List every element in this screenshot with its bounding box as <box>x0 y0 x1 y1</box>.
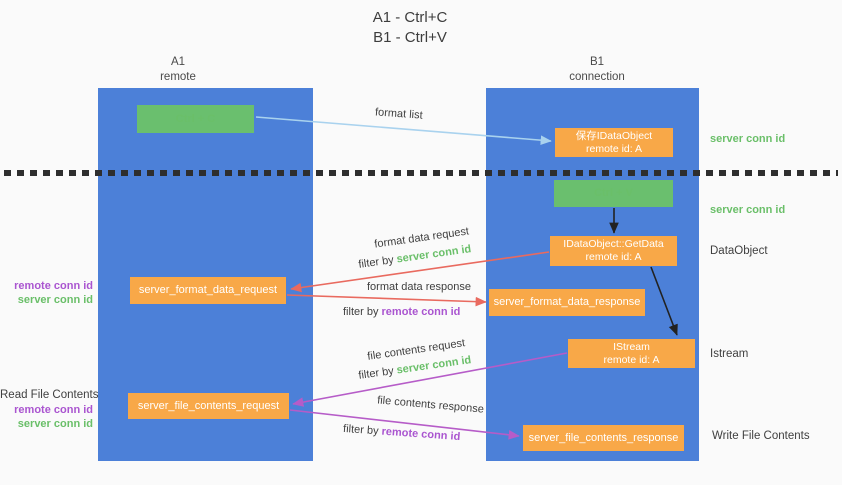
side-label-conn-ids-top: remote conn id server conn id <box>0 279 93 307</box>
lane-b1-title: B1 <box>589 56 605 68</box>
lane-a1-subtitle: remote <box>160 71 196 83</box>
node-sfcresp-label: server_file_contents_response <box>528 431 679 444</box>
node-getdata-line1: IDataObject::GetData <box>563 238 664 250</box>
node-save-idataobject: 保存IDataObject remote id: A <box>555 128 673 157</box>
node-ctrl-c-label: Ctrl + C <box>175 112 216 125</box>
format-list-text: format list <box>374 106 424 122</box>
node-getdata-line2: remote id: A <box>585 251 642 263</box>
server-conn-id-label: server conn id <box>17 418 93 430</box>
lane-b1-subtitle: connection <box>569 71 625 83</box>
side-label-read-file-contents: Read File Contents <box>0 389 99 401</box>
edge-label-filter-by-remote-conn-id-2: filter by remote conn id <box>343 423 461 443</box>
server-conn-id-text: server conn id <box>395 243 473 266</box>
title-line-1: A1 - Ctrl+C <box>372 9 448 26</box>
node-server-format-data-request: server_format_data_request <box>130 277 286 304</box>
file-contents-response-text: file contents response <box>376 394 485 416</box>
arrow-format-data-response <box>286 294 487 307</box>
lane-a1-title: A1 <box>170 56 186 68</box>
side-label-write-file-contents: Write File Contents <box>712 430 810 442</box>
filter-by-text: filter by <box>342 422 379 438</box>
lane-header-b1: B1 connection <box>537 55 657 85</box>
node-save-idataobject-line2: remote id: A <box>585 142 643 155</box>
edge-label-format-list: format list <box>375 106 423 121</box>
node-ctrl-c: Ctrl + C <box>137 105 254 133</box>
node-sfcreq-label: server_file_contents_request <box>137 399 280 412</box>
lane-header-a1: A1 remote <box>118 55 238 85</box>
node-server-file-contents-request: server_file_contents_request <box>128 393 289 419</box>
node-server-file-contents-response: server_file_contents_response <box>523 425 684 451</box>
edge-label-file-contents-response: file contents response <box>377 394 485 415</box>
remote-conn-id-label: remote conn id <box>14 404 93 416</box>
side-label-server-conn-id-mid: server conn id <box>710 204 786 216</box>
remote-conn-id-label: remote conn id <box>14 280 93 292</box>
format-data-response-text: format data response <box>367 281 471 293</box>
edge-label-format-data-response: format data response <box>367 281 471 293</box>
node-istream-line1: IStream <box>613 340 650 353</box>
side-label-conn-ids-bottom: remote conn id server conn id <box>0 403 93 431</box>
node-sfdresp-label: server_format_data_response <box>493 296 641 308</box>
remote-conn-id-text: remote conn id <box>381 425 461 444</box>
side-label-server-conn-id-top: server conn id <box>710 133 786 145</box>
filter-by-text: filter by <box>357 254 395 271</box>
node-server-format-data-response: server_format_data_response <box>489 289 645 316</box>
filter-by-text: filter by <box>357 365 395 382</box>
side-label-dataobject: DataObject <box>710 245 768 257</box>
node-save-idataobject-line1: 保存IDataObject <box>575 129 653 142</box>
node-ctrl-v-label: Ctrl + V <box>594 187 633 199</box>
node-istream: IStream remote id: A <box>568 339 695 368</box>
node-istream-line2: remote id: A <box>603 353 660 366</box>
edge-label-filter-by-remote-conn-id-1: filter by remote conn id <box>343 306 460 318</box>
title-line-2: B1 - Ctrl+V <box>373 29 447 46</box>
server-conn-id-label: server conn id <box>17 294 93 306</box>
node-idataobject-getdata: IDataObject::GetData remote id: A <box>550 236 677 266</box>
node-ctrl-v: Ctrl + V <box>554 180 673 207</box>
server-conn-id-text: server conn id <box>395 354 473 377</box>
side-label-istream: Istream <box>710 348 749 360</box>
node-sfdreq-label: server_format_data_request <box>138 284 278 296</box>
session-divider-dotted-line <box>4 170 838 176</box>
diagram-title: A1 - Ctrl+C B1 - Ctrl+V <box>320 8 500 48</box>
remote-conn-id-text: remote conn id <box>381 306 461 318</box>
filter-by-text: filter by <box>343 306 379 318</box>
